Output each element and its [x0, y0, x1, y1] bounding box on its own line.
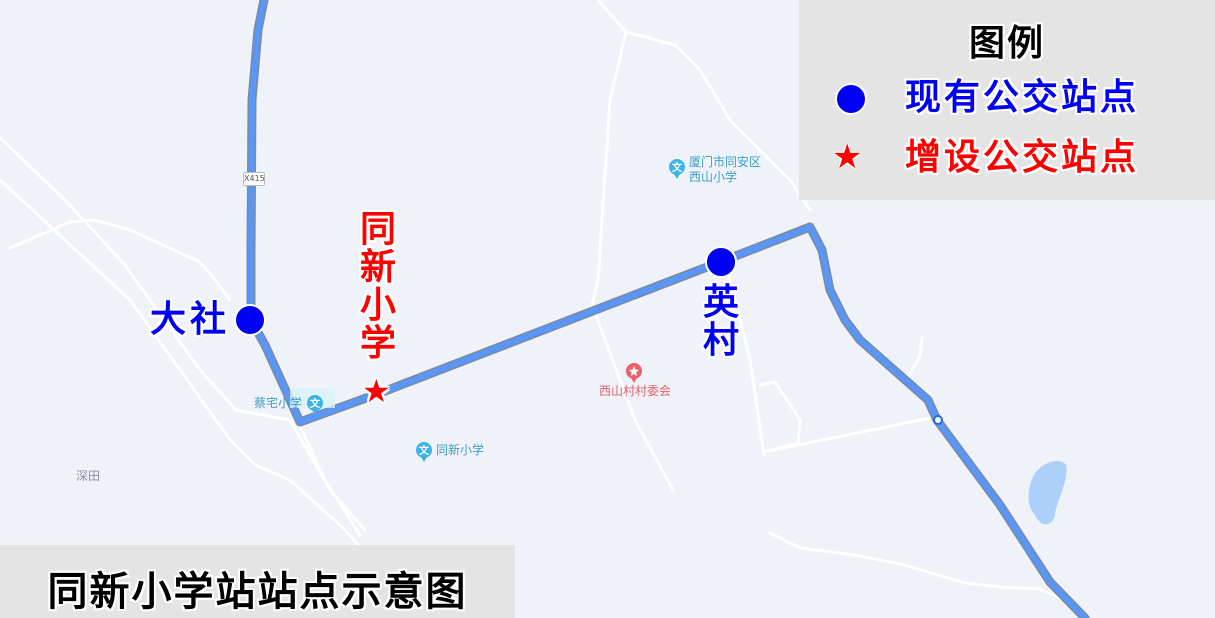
school-icon-xishan: 文	[669, 159, 685, 179]
legend-panel: 图例 现有公交站点 ★ 增设公交站点	[799, 0, 1215, 200]
red-star-icon: ★	[832, 137, 863, 177]
stop-label-dashe: 大社	[150, 299, 231, 340]
legend-title: 图例	[968, 23, 1045, 64]
poi-label-xishan-school-line1: 厦门市同安区	[689, 155, 762, 169]
poi-label-xishan-school-line2: 西山小学	[689, 170, 738, 184]
new-stop-star-icon: ★	[362, 372, 391, 410]
school-icon-caizhai: 文	[290, 388, 335, 415]
route-waypoint-marker	[933, 415, 943, 425]
poi-label-caizhai-school: 蔡宅小学	[254, 396, 303, 410]
stop-marker-dashe	[234, 304, 266, 336]
poi-label-tongxin-school: 同新小学	[436, 443, 485, 457]
svg-text:文: 文	[310, 397, 321, 410]
title-panel: 同新小学站站点示意图	[0, 545, 515, 618]
legend-item-new-stop: ★ 增设公交站点	[799, 134, 1215, 184]
legend-item-existing-stop: 现有公交站点	[799, 74, 1215, 124]
pond	[1028, 461, 1067, 525]
school-icon-tongxin: 文	[416, 442, 432, 462]
village-committee-icon	[626, 363, 642, 383]
blue-dot-icon	[835, 83, 867, 115]
poi-label-xishan-village-committee: 西山村村委会	[599, 384, 672, 398]
stop-label-yingcun: 英村	[702, 282, 739, 361]
minor-roads	[0, 0, 1062, 600]
road-badge-x415: X415	[243, 172, 265, 186]
legend-label-new-stop: 增设公交站点	[905, 137, 1140, 178]
place-label-shentian: 深田	[76, 469, 101, 483]
map-title: 同新小学站站点示意图	[47, 569, 468, 615]
svg-text:文: 文	[672, 161, 683, 174]
svg-text:文: 文	[419, 444, 430, 457]
stop-marker-yingcun	[705, 246, 737, 278]
legend-label-existing-stop: 现有公交站点	[905, 77, 1140, 118]
stop-label-tongxin-school: 同新小学	[359, 209, 396, 364]
